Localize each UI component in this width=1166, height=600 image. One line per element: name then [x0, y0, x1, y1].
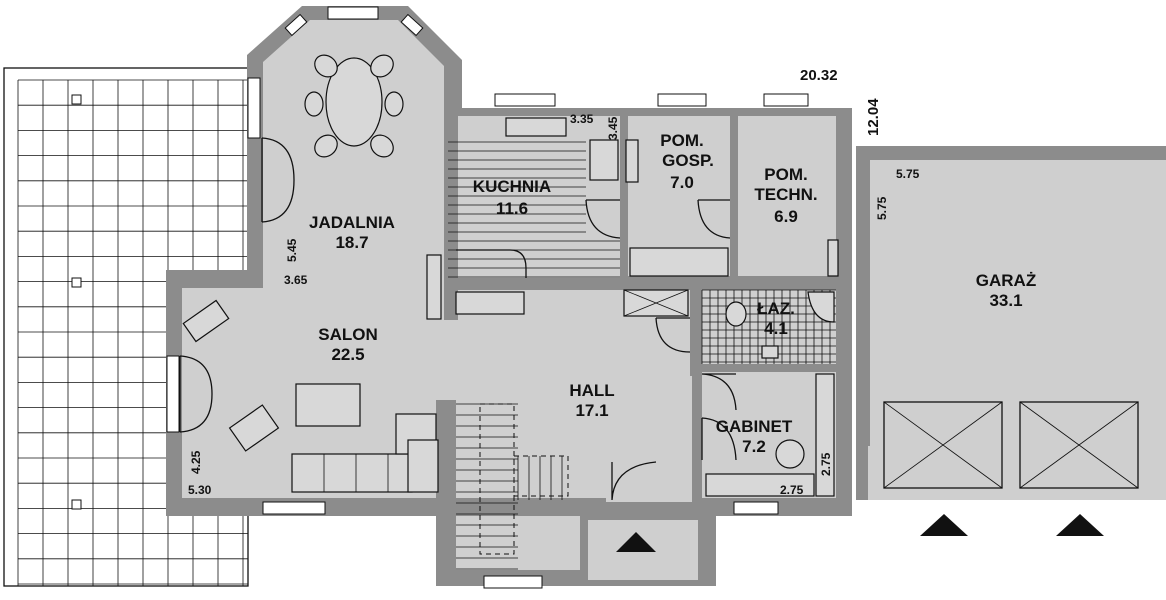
room-labels: JADALNIA 18.7 KUCHNIA 11.6 POM. GOSP. 7.…: [309, 131, 1036, 456]
area-garaz: 33.1: [989, 291, 1022, 310]
garage-entry-arrow-2: [1056, 514, 1104, 536]
dim-overall-width: 20.32: [800, 67, 838, 84]
main-entry-arrow: [616, 532, 656, 552]
label-salon: SALON: [318, 325, 378, 344]
dim-overall-depth: 12.04: [865, 98, 882, 136]
windows: [166, 6, 809, 589]
area-salon: 22.5: [331, 345, 364, 364]
label-pom-gosp-2: GOSP.: [662, 151, 714, 170]
stairs: [456, 403, 569, 570]
dim-kitchen-width: 3.35: [570, 112, 594, 126]
area-gabinet: 7.2: [742, 437, 766, 456]
utility-fixtures: [623, 239, 839, 317]
dim-salon-width: 5.30: [188, 483, 212, 497]
label-hall: HALL: [569, 381, 614, 400]
label-garaz: GARAŻ: [976, 271, 1036, 290]
area-hall: 17.1: [575, 401, 608, 420]
dim-garage-depth: 5.75: [875, 196, 889, 220]
dim-office-width: 2.75: [780, 483, 804, 497]
area-pom-gosp: 7.0: [670, 173, 694, 192]
label-lazienka: ŁAZ.: [757, 299, 795, 318]
dim-dining-depth: 3.65: [284, 273, 308, 287]
label-jadalnia: JADALNIA: [309, 213, 395, 232]
dim-dining-width: 5.45: [285, 238, 299, 262]
salon-furniture: [182, 254, 525, 493]
bathroom-fixtures: [701, 289, 836, 364]
doors: [179, 137, 737, 501]
label-pom-techn-1: POM.: [764, 165, 807, 184]
kitchen-fixtures: [448, 117, 639, 278]
label-pom-gosp-1: POM.: [660, 131, 703, 150]
dim-salon-depth: 4.25: [189, 450, 203, 474]
label-pom-techn-2: TECHN.: [754, 185, 817, 204]
area-pom-techn: 6.9: [774, 207, 798, 226]
area-kuchnia: 11.6: [496, 199, 528, 218]
dining-set: [304, 54, 404, 158]
label-kuchnia: KUCHNIA: [473, 177, 551, 196]
garage: [856, 146, 1166, 500]
office-furniture: [705, 373, 835, 497]
dim-kitchen-depth: 3.45: [606, 116, 620, 140]
dim-garage-width: 5.75: [896, 167, 920, 181]
dimension-labels: 20.32 12.04 3.35 3.45 5.45 3.65 5.75 5.7…: [188, 67, 920, 497]
area-lazienka: 4.1: [764, 319, 788, 338]
label-gabinet: GABINET: [716, 417, 793, 436]
garage-entry-arrow-1: [920, 514, 968, 536]
dim-office-depth: 2.75: [819, 452, 833, 476]
area-jadalnia: 18.7: [335, 233, 368, 252]
